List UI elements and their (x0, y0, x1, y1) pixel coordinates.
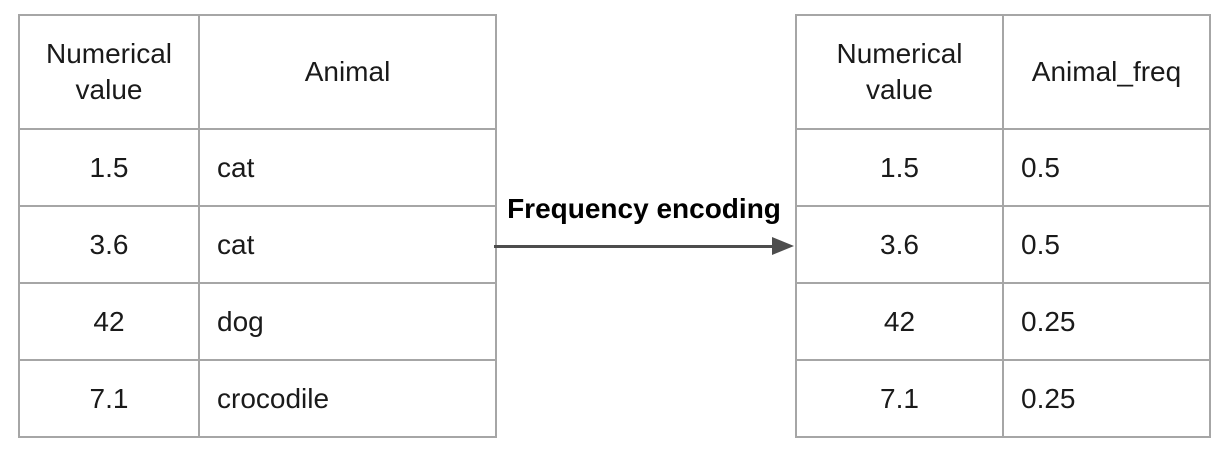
table-cell: 42 (795, 282, 1004, 361)
table-row: 7.1 0.25 (795, 359, 1211, 438)
column-header-label: Animal_freq (1031, 55, 1182, 87)
table-cell: cat (198, 128, 497, 207)
column-header-animal-freq: Animal_freq (1002, 14, 1211, 130)
table-header-row: Numerical value Animal (18, 14, 497, 130)
table-cell: 7.1 (795, 359, 1004, 438)
table-cell: 42 (18, 282, 200, 361)
column-header-label: Animal (304, 55, 391, 87)
table-cell: cat (198, 205, 497, 284)
table-row: 42 0.25 (795, 282, 1211, 361)
column-header-label: Numerical value (836, 37, 963, 105)
table-row: 1.5 cat (18, 128, 497, 207)
table-row: 1.5 0.5 (795, 128, 1211, 207)
table-cell: 3.6 (795, 205, 1004, 284)
table-cell: 0.5 (1002, 205, 1211, 284)
table-cell: 1.5 (795, 128, 1004, 207)
arrow-line (494, 245, 778, 248)
table-cell: dog (198, 282, 497, 361)
table-cell: 1.5 (18, 128, 200, 207)
table-cell: 7.1 (18, 359, 200, 438)
transform-annotation: Frequency encoding (494, 193, 794, 255)
arrow-head (772, 237, 794, 255)
table-cell: 0.5 (1002, 128, 1211, 207)
table-row: 3.6 cat (18, 205, 497, 284)
table-row: 7.1 crocodile (18, 359, 497, 438)
table-header-row: Numerical value Animal_freq (795, 14, 1211, 130)
column-header-numerical-value: Numerical value (18, 14, 200, 130)
table-cell: crocodile (198, 359, 497, 438)
column-header-numerical-value: Numerical value (795, 14, 1004, 130)
table-row: 42 dog (18, 282, 497, 361)
column-header-label: Numerical value (45, 37, 173, 105)
source-table: Numerical value Animal 1.5 cat 3.6 cat 4… (18, 14, 497, 438)
column-header-animal: Animal (198, 14, 497, 130)
encoded-table: Numerical value Animal_freq 1.5 0.5 3.6 … (795, 14, 1211, 438)
transform-label: Frequency encoding (507, 193, 781, 224)
table-row: 3.6 0.5 (795, 205, 1211, 284)
table-cell: 0.25 (1002, 282, 1211, 361)
table-cell: 0.25 (1002, 359, 1211, 438)
right-arrow-icon (494, 237, 794, 255)
table-cell: 3.6 (18, 205, 200, 284)
